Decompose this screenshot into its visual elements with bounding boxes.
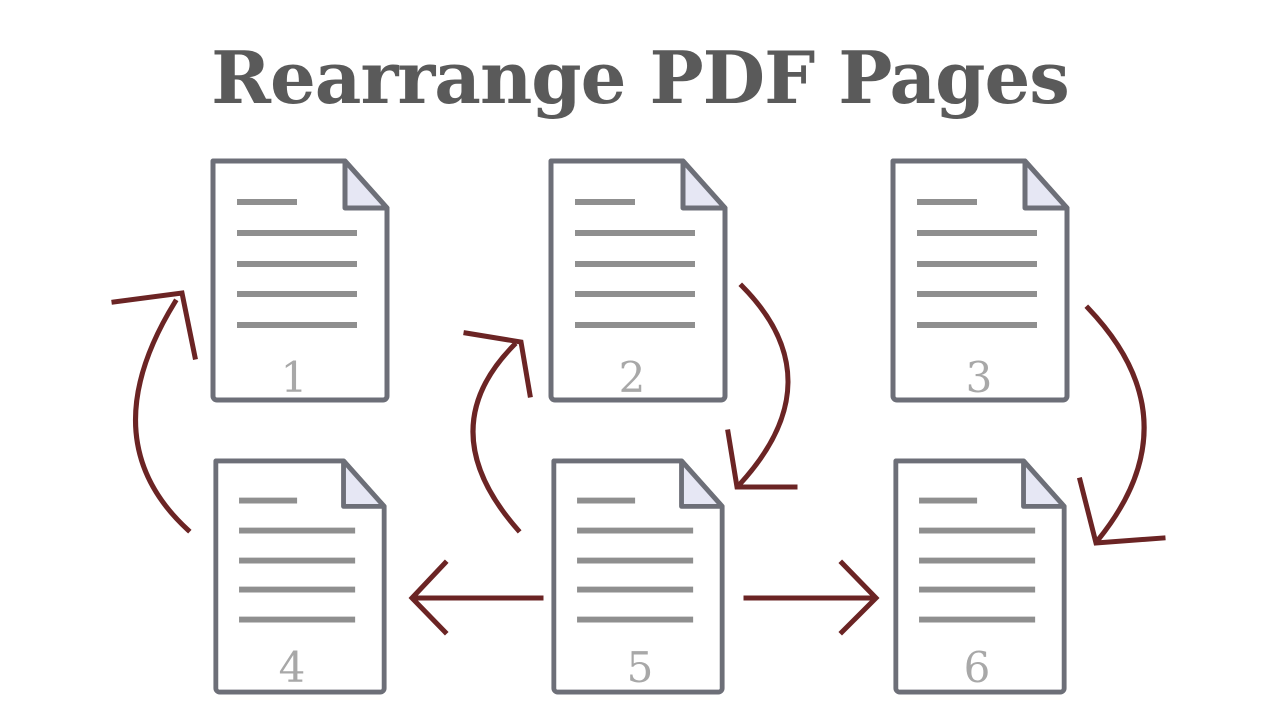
page-6: 6 (896, 461, 1064, 692)
page-number-6: 6 (964, 643, 991, 692)
arrow-page-5-to-page-2 (463, 330, 533, 534)
page-3: 3 (893, 161, 1067, 402)
page-title: Rearrange PDF Pages (211, 35, 1070, 120)
arrow-page-2-to-page-5 (725, 282, 798, 490)
page-number-2: 2 (619, 353, 646, 402)
arrow-page-3-to-page-6 (1076, 304, 1166, 546)
page-2: 2 (551, 161, 725, 402)
page-5: 5 (554, 461, 722, 692)
page-number-5: 5 (627, 643, 654, 692)
page-4: 4 (216, 461, 384, 692)
arrow-page-5-to-page-4 (408, 559, 544, 636)
page-1: 1 (213, 161, 387, 402)
arrow-page-5-to-page-6 (743, 559, 880, 636)
page-number-3: 3 (966, 353, 993, 402)
arrow-page-4-to-page-1 (111, 290, 198, 534)
page-number-4: 4 (279, 643, 306, 692)
page-number-1: 1 (281, 353, 308, 402)
